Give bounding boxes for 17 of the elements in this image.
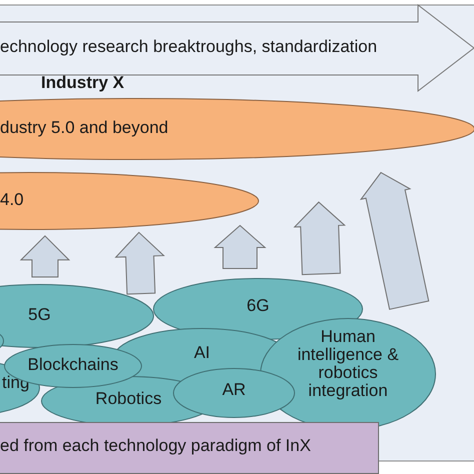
heading-label: Industry X	[41, 74, 124, 92]
node-label: 4.0	[0, 191, 25, 209]
block-arrow	[360, 172, 430, 310]
block-arrow	[114, 232, 165, 295]
node-label: 6G	[246, 297, 270, 315]
node-label: dustry 5.0 and beyond	[0, 119, 170, 137]
node-label: Human intelligence & robotics integration	[296, 328, 400, 400]
block-arrow	[214, 224, 266, 269]
node-label: ed from each technology paradigm of InX	[0, 437, 312, 455]
node-label: Blockchains	[26, 356, 120, 374]
node-label: 5G	[27, 306, 52, 324]
block-arrow	[293, 201, 346, 276]
node-label: Robotics	[94, 390, 163, 408]
node-label: AR	[221, 381, 247, 399]
node-label: echnology research breaktroughs, standardization	[0, 38, 378, 56]
node-label: AI	[192, 344, 212, 362]
block-arrow	[20, 235, 70, 278]
